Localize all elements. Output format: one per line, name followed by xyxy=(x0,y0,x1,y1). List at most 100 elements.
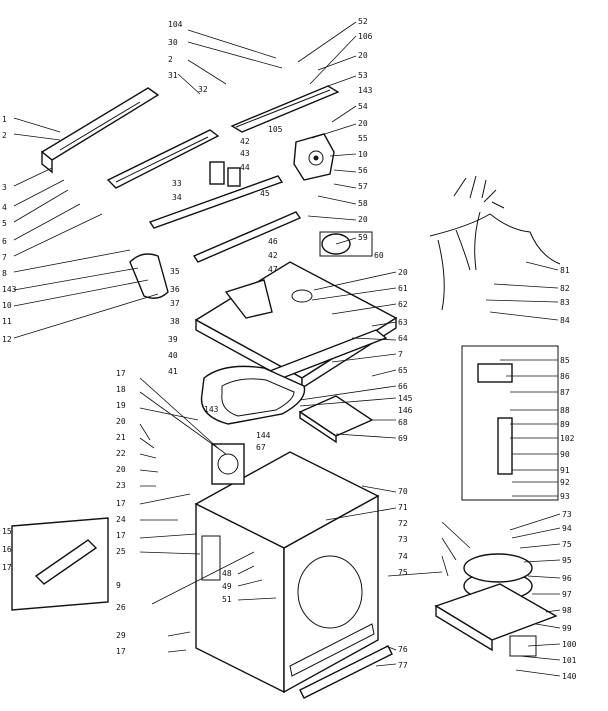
callout-label: 5 xyxy=(2,219,7,228)
callout-label: 9 xyxy=(116,581,121,590)
hardware-panel xyxy=(461,345,559,501)
callout-label: 70 xyxy=(398,487,408,496)
callout-label: 96 xyxy=(562,574,572,583)
switch-bracket xyxy=(148,175,302,263)
callout-label: 31 xyxy=(168,71,178,80)
callout-label: 95 xyxy=(562,556,572,565)
callout-label: 36 xyxy=(170,285,180,294)
callout-label: 51 xyxy=(222,595,232,604)
callout-label: 82 xyxy=(560,284,570,293)
grille xyxy=(299,645,393,699)
callout-label: 42 xyxy=(268,251,278,260)
callout-label: 74 xyxy=(398,552,408,561)
callout-label: 44 xyxy=(240,163,250,172)
callout-label: 73 xyxy=(562,510,572,519)
callout-label: 56 xyxy=(358,166,368,175)
callout-label: 30 xyxy=(168,38,178,47)
wire-harness xyxy=(429,175,561,311)
callout-label: 1 xyxy=(2,115,7,124)
callout-label: 65 xyxy=(398,366,408,375)
callout-label: 143 xyxy=(358,86,373,95)
water-level-switch xyxy=(209,161,241,187)
callout-label: 75 xyxy=(562,540,572,549)
callout-label: 94 xyxy=(562,524,572,533)
callout-label: 26 xyxy=(116,603,126,612)
callout-label: 32 xyxy=(198,85,208,94)
callout-label: 39 xyxy=(168,335,178,344)
callout-label: 63 xyxy=(398,318,408,327)
callout-label: 38 xyxy=(170,317,180,326)
callout-label: 17 xyxy=(2,563,12,572)
callout-label: 22 xyxy=(116,449,126,458)
callout-label: 98 xyxy=(562,606,572,615)
callout-label: 144 xyxy=(256,431,271,440)
callout-label: 67 xyxy=(256,443,266,452)
callout-label: 92 xyxy=(560,478,570,487)
callout-label: 102 xyxy=(560,434,575,443)
callout-label: 55 xyxy=(358,134,368,143)
callout-label: 34 xyxy=(172,193,182,202)
callout-label: 3 xyxy=(2,183,7,192)
callout-label: 81 xyxy=(560,266,570,275)
callout-label: 93 xyxy=(560,492,570,501)
callout-label: 41 xyxy=(168,367,178,376)
callout-label: 86 xyxy=(560,372,570,381)
callout-label: 7 xyxy=(2,253,7,262)
control-panel-back xyxy=(40,87,160,174)
callout-label: 10 xyxy=(2,301,12,310)
callout-label: 104 xyxy=(168,20,183,29)
callout-label: 45 xyxy=(260,189,270,198)
callout-label: 10 xyxy=(358,150,368,159)
callout-label: 17 xyxy=(116,369,126,378)
callout-label: 6 xyxy=(2,237,7,246)
callout-label: 12 xyxy=(2,335,12,344)
callout-label: 62 xyxy=(398,300,408,309)
callout-label: 17 xyxy=(116,499,126,508)
callout-label: 21 xyxy=(116,433,126,442)
callout-label: 20 xyxy=(116,465,126,474)
control-bracket xyxy=(106,129,220,189)
callout-label: 46 xyxy=(268,237,278,246)
callout-label: 89 xyxy=(560,420,570,429)
callout-label: 8 xyxy=(2,269,7,278)
callout-label: 146 xyxy=(398,406,413,415)
leader-lines xyxy=(13,21,561,677)
callout-label: 37 xyxy=(170,299,180,308)
callout-label: 59 xyxy=(358,233,368,242)
callout-label: 54 xyxy=(358,102,368,111)
callout-label: 17 xyxy=(116,531,126,540)
callout-label: 84 xyxy=(560,316,570,325)
callout-label: 49 xyxy=(222,582,232,591)
drain-plate xyxy=(211,443,245,485)
console-rail xyxy=(230,85,340,133)
cabinet xyxy=(194,451,380,694)
callout-label: 33 xyxy=(172,179,182,188)
inlet-hose xyxy=(129,253,169,299)
callout-label: 100 xyxy=(562,640,577,649)
callout-label: 57 xyxy=(358,182,368,191)
callout-label: 88 xyxy=(560,406,570,415)
callout-label: 75 xyxy=(398,568,408,577)
callout-label: 43 xyxy=(240,149,250,158)
callout-label: 83 xyxy=(560,298,570,307)
callout-label: 105 xyxy=(268,125,283,134)
callout-label: 99 xyxy=(562,624,572,633)
callout-label: 7 xyxy=(398,350,403,359)
callout-label: 53 xyxy=(358,71,368,80)
callout-label: 87 xyxy=(560,388,570,397)
callout-label: 47 xyxy=(268,265,278,274)
terminal-block xyxy=(11,517,109,611)
callout-label: 68 xyxy=(398,418,408,427)
timer-assembly xyxy=(293,133,335,181)
callout-label: 76 xyxy=(398,645,408,654)
callout-label: 85 xyxy=(560,356,570,365)
callout-label: 24 xyxy=(116,515,126,524)
callout-label: 66 xyxy=(398,382,408,391)
callout-label: 40 xyxy=(168,351,178,360)
callout-label: 97 xyxy=(562,590,572,599)
callout-label: 23 xyxy=(116,481,126,490)
callout-label: 77 xyxy=(398,661,408,670)
callout-label: 48 xyxy=(222,569,232,578)
callout-labels: 104 30 2 31 32 1 2 3 4 5 6 7 8 143 10 11… xyxy=(2,17,577,681)
